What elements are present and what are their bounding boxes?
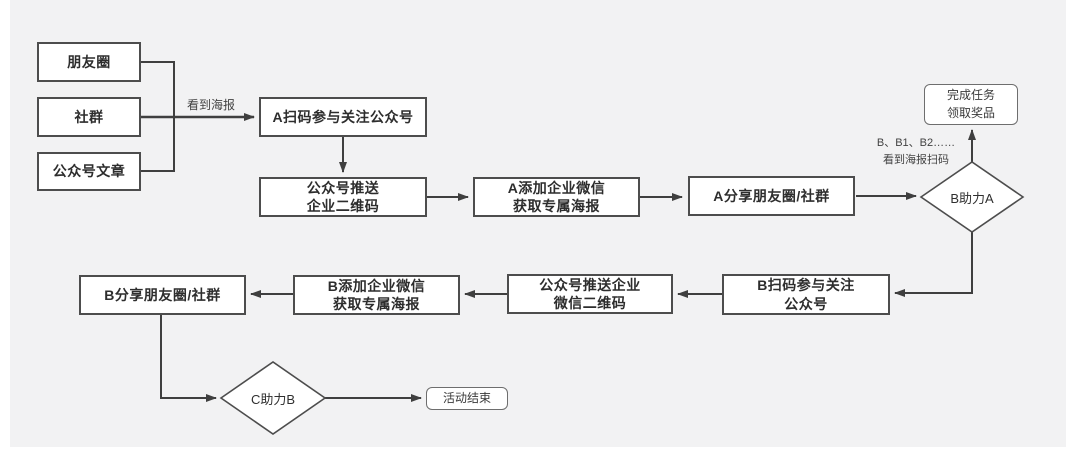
diamond-c-assist-b-shape [219,361,327,435]
diagram-background [10,0,1066,447]
edge-label-b-sequence-line2: 看到海报扫码 [883,153,949,166]
node-push-enterprise-qr-line2: 企业二维码 [306,198,380,214]
node-complete-task-reward-line2: 领取奖品 [946,105,995,120]
node-moments: 朋友圈 [37,42,141,82]
node-b-scan-follow-line1: B扫码参与关注 [757,277,855,294]
node-a-add-wecom: A添加企业微信 获取专属海报 [473,177,640,217]
node-activity-end-label: 活动结束 [442,390,491,405]
node-official-article: 公众号文章 [37,152,141,191]
node-b-share: B分享朋友圈/社群 [79,275,246,315]
node-push-enterprise-qr-line1: 公众号推送 [306,179,380,196]
diamond-b-assist-a-shape [919,161,1025,233]
edge-b-share-to-c-assist [160,315,217,402]
node-push-wecom-qr: 公众号推送企业 微信二维码 [507,274,673,314]
node-a-share: A分享朋友圈/社群 [688,176,855,216]
node-activity-end: 活动结束 [426,387,508,410]
node-push-wecom-qr-line1: 公众号推送企业 [539,276,641,293]
edge-label-b-sequence: B、B1、B2…… 看到海报扫码 [872,135,960,168]
node-a-scan-follow-label: A扫码参与关注公众号 [272,108,414,125]
diamond-b-assist-a-label: B助力A [950,190,994,206]
node-community-label: 社群 [74,108,104,125]
diamond-c-assist-b-label: C助力B [250,391,296,407]
edge-label-see-poster: 看到海报 [187,98,236,112]
node-b-scan-follow-line2: 公众号 [784,295,828,312]
edge-label-b-sequence-line1: B、B1、B2…… [876,137,956,149]
node-a-add-wecom-line1: A添加企业微信 [507,179,606,196]
node-push-enterprise-qr: 公众号推送 企业二维码 [259,177,427,217]
node-community: 社群 [37,97,141,137]
node-a-share-label: A分享朋友圈/社群 [713,187,830,204]
node-b-add-wecom-line2: 获取专属海报 [333,296,420,312]
edge-b-assist-to-b-scan [894,232,973,297]
node-moments-label: 朋友圈 [67,53,111,70]
node-b-share-label: B分享朋友圈/社群 [104,286,221,303]
node-b-add-wecom-line1: B添加企业微信 [327,277,426,294]
node-complete-task-reward: 完成任务 领取奖品 [924,84,1018,125]
node-official-article-label: 公众号文章 [52,163,126,180]
node-complete-task-reward-line1: 完成任务 [946,88,995,103]
node-a-scan-follow: A扫码参与关注公众号 [259,97,427,137]
node-a-add-wecom-line2: 获取专属海报 [513,198,600,214]
node-b-scan-follow: B扫码参与关注 公众号 [722,274,890,315]
node-b-add-wecom: B添加企业微信 获取专属海报 [293,275,460,315]
node-push-wecom-qr-line2: 微信二维码 [553,295,627,311]
